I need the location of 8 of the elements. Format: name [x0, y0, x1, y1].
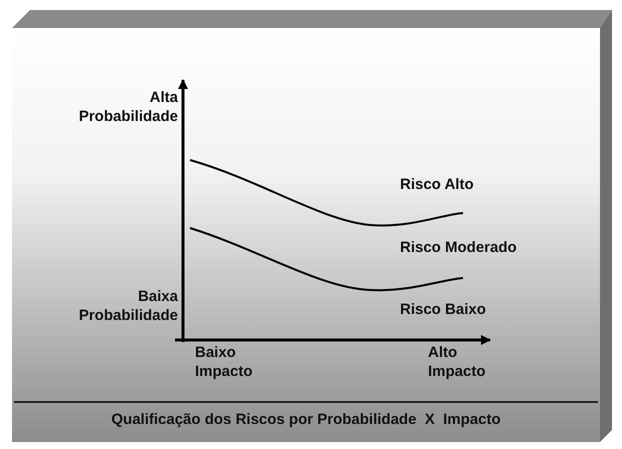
region-label: Risco Moderado	[400, 238, 518, 257]
axis-label: Baixa Probabilidade	[78, 287, 178, 325]
region-label: Risco Alto	[400, 175, 475, 194]
axis-label: Baixo Impacto	[195, 343, 254, 381]
axis-label: Alta Probabilidade	[78, 88, 178, 126]
caption: Qualificação dos Riscos por Probabilidade X Impacto	[110, 410, 502, 429]
axis-label: Alto Impacto	[428, 343, 487, 381]
region-label: Risco Baixo	[400, 300, 487, 319]
